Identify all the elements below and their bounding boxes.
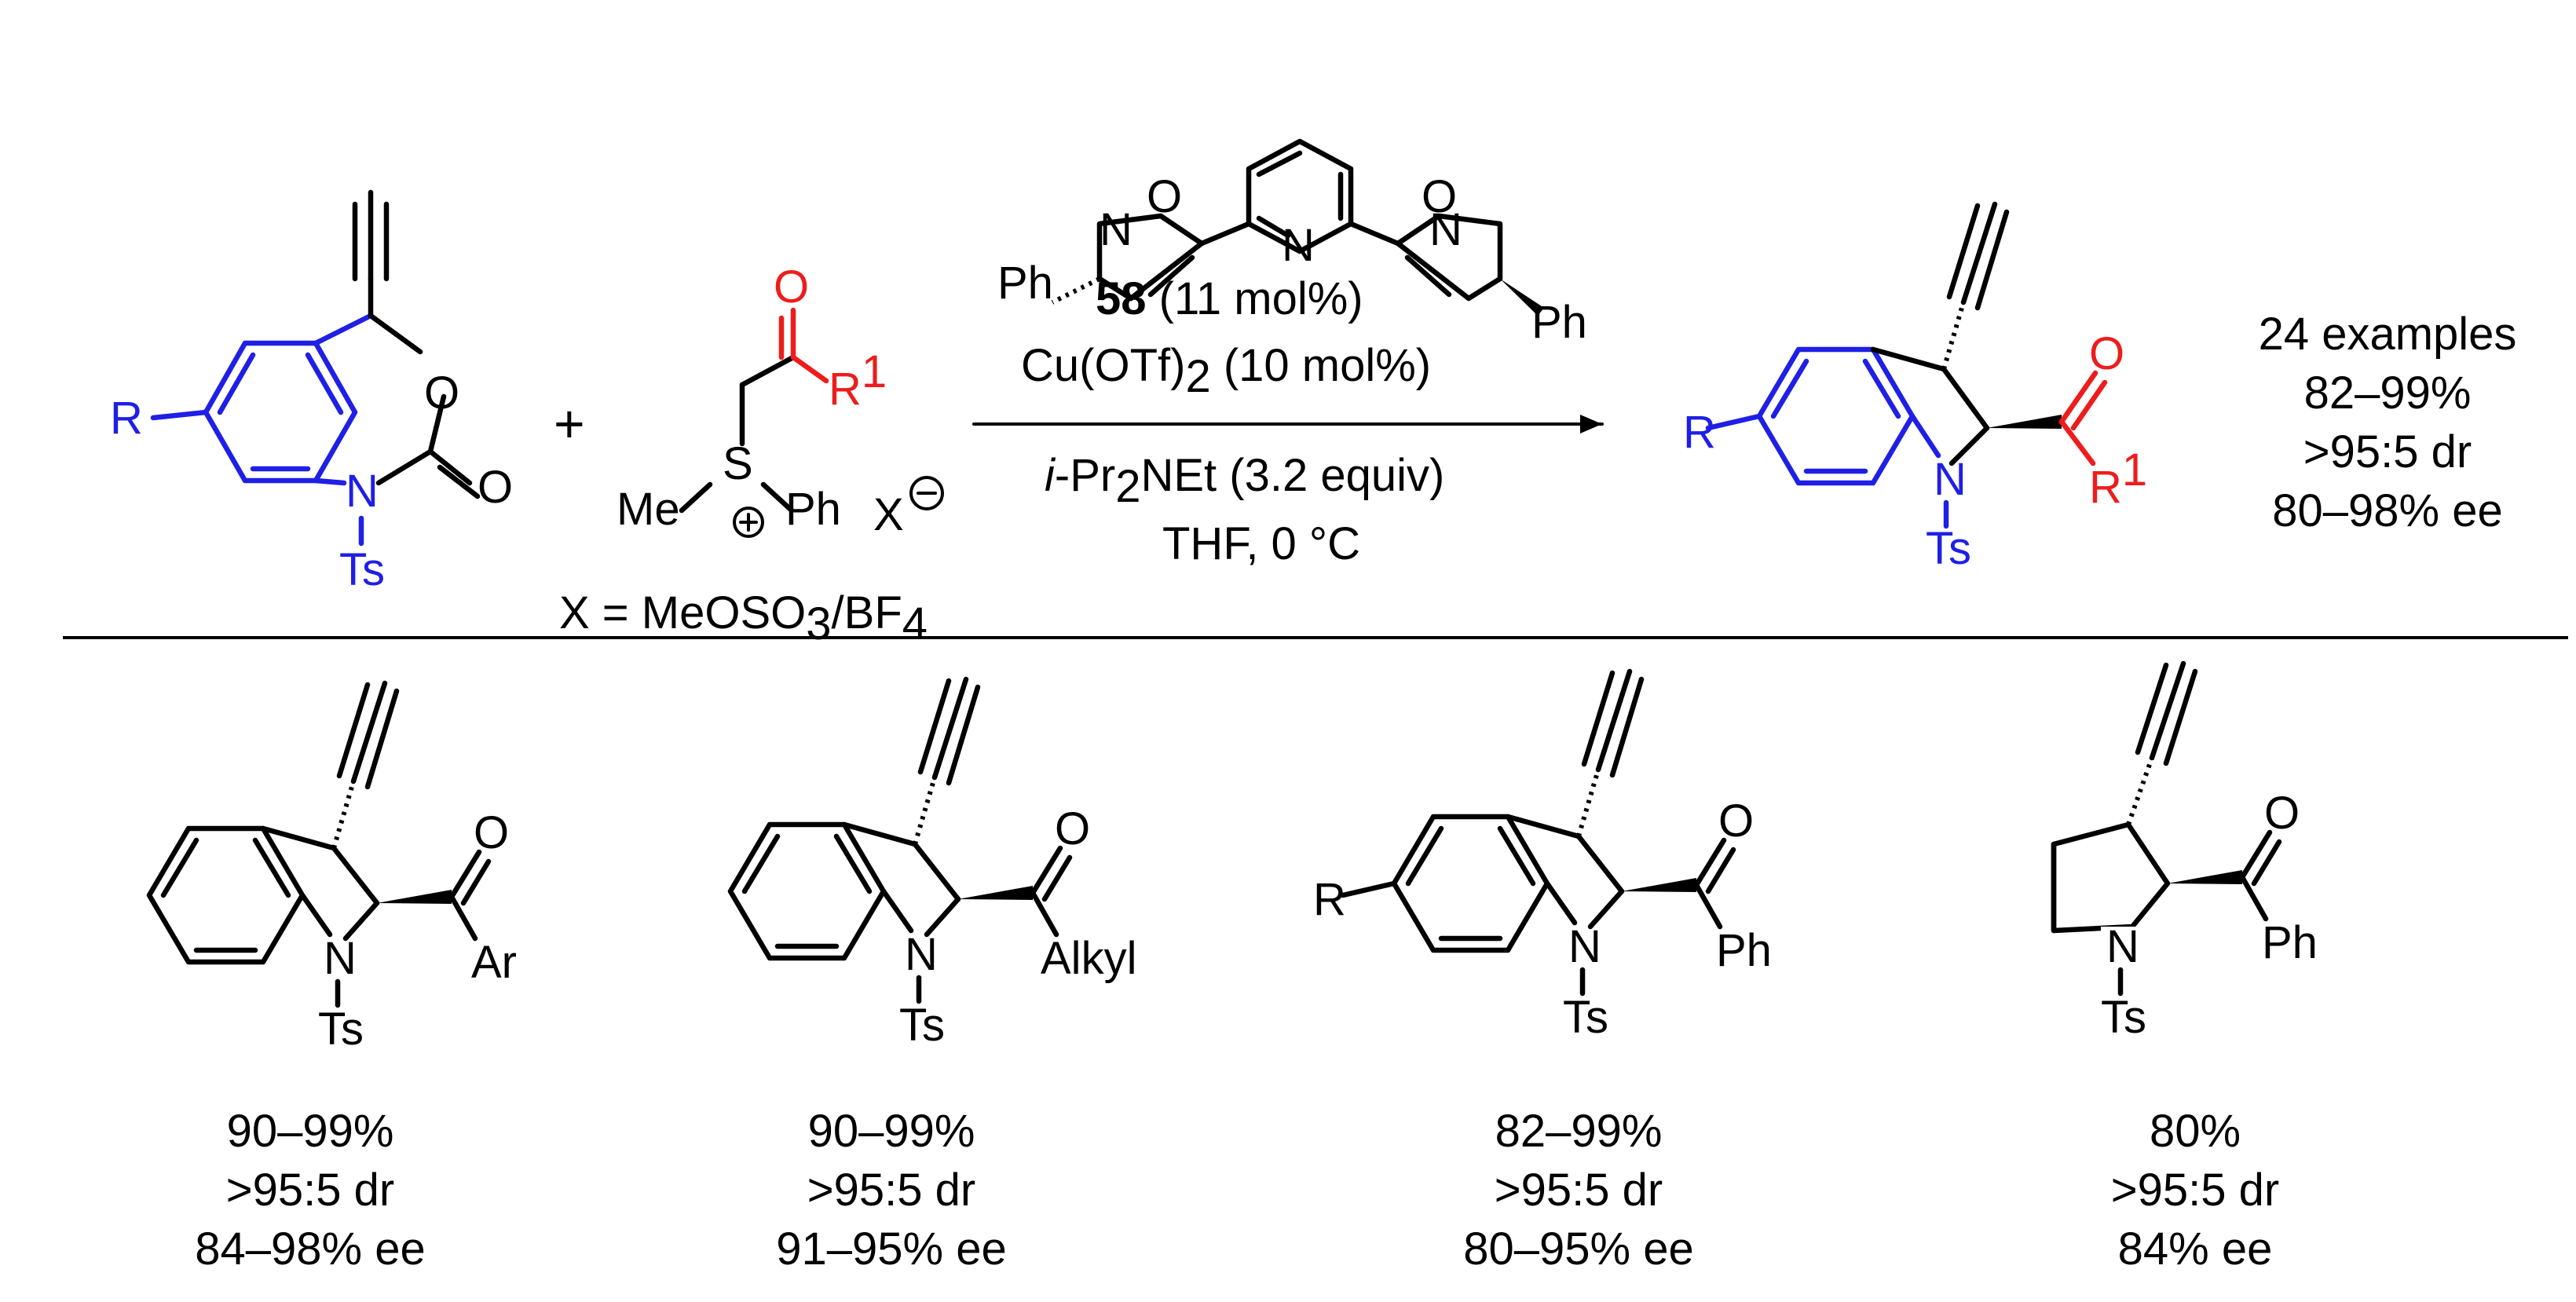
example-substituent: Alkyl bbox=[1041, 933, 1136, 984]
example-oxygen: O bbox=[1055, 803, 1090, 854]
example-ts: Ts bbox=[2101, 992, 2146, 1043]
ligand-phenyl-right: Ph bbox=[1531, 297, 1587, 348]
counterion-label: X = MeOSO3/BF4 bbox=[559, 587, 928, 649]
example-substituent: Ph bbox=[2262, 917, 2318, 968]
product-summary: 24 examples 82–99% >95:5 dr 80–98% ee bbox=[2259, 309, 2517, 536]
ligand-nitrogen-left: N bbox=[1100, 204, 1132, 255]
example-ts: Ts bbox=[1563, 992, 1608, 1043]
ligand-nitrogen-right: N bbox=[1429, 204, 1462, 255]
example-nitrogen: N bbox=[2106, 921, 2139, 972]
example-dr: >95:5 dr bbox=[807, 1165, 975, 1216]
ligand-label: 58 (11 mol%) bbox=[1096, 273, 1363, 324]
example-substituent: Ar bbox=[471, 937, 517, 988]
reaction-arrow-head bbox=[1580, 415, 1602, 433]
ylide-carbonyl-oxygen: O bbox=[774, 261, 809, 313]
reaction-conditions: Cu(OTf)2 (10 mol%) i-Pr2NEt (3.2 equiv) … bbox=[972, 340, 1604, 569]
example-nitrogen: N bbox=[905, 929, 938, 980]
reactant-carbamate: R O O N Ts bbox=[110, 189, 513, 595]
product-carbonyl-oxygen: O bbox=[2089, 328, 2124, 379]
example-oxygen: O bbox=[474, 807, 509, 858]
example-ee: 80–95% ee bbox=[1463, 1223, 1693, 1275]
catalyst-text: Cu(OTf)2 (10 mol%) bbox=[1021, 340, 1431, 402]
ligand-pybox: O N N O N Ph Ph 58 (11 mol%) bbox=[997, 138, 1587, 348]
example-ee: 91–95% ee bbox=[776, 1223, 1006, 1275]
carbamate-ring-oxygen: O bbox=[424, 368, 459, 419]
ligand-oxygen-left: O bbox=[1147, 171, 1182, 222]
ylide-phenyl: Ph bbox=[785, 484, 841, 535]
plus-sign: + bbox=[554, 394, 585, 454]
sulfur-atom: S bbox=[723, 438, 753, 489]
example-dr: >95:5 dr bbox=[2111, 1165, 2279, 1216]
example-ts: Ts bbox=[899, 1000, 945, 1051]
carbamate-carbonyl-oxygen: O bbox=[478, 462, 513, 513]
example-dr: >95:5 dr bbox=[226, 1165, 394, 1216]
ylide-r1: R1 bbox=[829, 346, 887, 415]
example-yield: 82–99% bbox=[1495, 1106, 1663, 1157]
example-nitrogen: N bbox=[1568, 921, 1601, 972]
example-r-group: R bbox=[1313, 874, 1346, 925]
carbamate-r-group: R bbox=[110, 393, 143, 444]
summary-line: 24 examples bbox=[2259, 309, 2517, 360]
product-r1: R1 bbox=[2089, 444, 2147, 513]
example-ts: Ts bbox=[318, 1004, 364, 1055]
product-indoline: R N Ts O R1 bbox=[1683, 201, 2147, 574]
product-r-group: R bbox=[1683, 407, 1716, 458]
solvent-text: THF, 0 °C bbox=[1162, 518, 1360, 569]
summary-line: 82–99% bbox=[2304, 368, 2472, 419]
product-ts: Ts bbox=[1926, 523, 1971, 574]
ylide-anion: X bbox=[873, 489, 904, 540]
example-ee: 84% ee bbox=[2118, 1223, 2273, 1275]
example-oxygen: O bbox=[1718, 795, 1754, 847]
example-yield: 90–99% bbox=[227, 1106, 394, 1157]
reactant-sulfonium: O R1 S Me Ph X X = MeOSO3/BF4 bbox=[559, 261, 944, 649]
ligand-pyridine-nitrogen: N bbox=[1282, 220, 1315, 271]
example-dr: >95:5 dr bbox=[1495, 1165, 1663, 1216]
example-substituted-phenyl: R N Ts O Ph 82–99% >95:5 dr 80–95% ee bbox=[1313, 668, 1772, 1275]
ligand-oxygen-right: O bbox=[1422, 171, 1457, 222]
example-pyrrolidine: N Ts O Ph 80% >95:5 dr 84% ee bbox=[2051, 660, 2318, 1275]
carbamate-ts: Ts bbox=[339, 544, 385, 595]
summary-line: 80–98% ee bbox=[2272, 485, 2502, 536]
summary-line: >95:5 dr bbox=[2303, 426, 2472, 477]
ylide-methyl: Me bbox=[617, 484, 680, 535]
example-yield: 90–99% bbox=[808, 1106, 975, 1157]
carbamate-nitrogen: N bbox=[346, 466, 379, 517]
product-nitrogen: N bbox=[1934, 454, 1967, 505]
example-ee: 84–98% ee bbox=[195, 1223, 425, 1275]
example-substituent: Ph bbox=[1716, 925, 1772, 976]
example-nitrogen: N bbox=[324, 933, 357, 984]
base-text: i-Pr2NEt (3.2 equiv) bbox=[1045, 450, 1444, 512]
example-yield: 80% bbox=[2150, 1106, 2241, 1157]
example-oxygen: O bbox=[2264, 788, 2300, 839]
example-aryl: N Ts O Ar 90–99% >95:5 dr 84–98% ee bbox=[146, 680, 517, 1275]
ligand-phenyl-left: Ph bbox=[997, 258, 1053, 309]
example-alkyl: N Ts O Alkyl 90–99% >95:5 dr 91–95% ee bbox=[727, 676, 1136, 1275]
